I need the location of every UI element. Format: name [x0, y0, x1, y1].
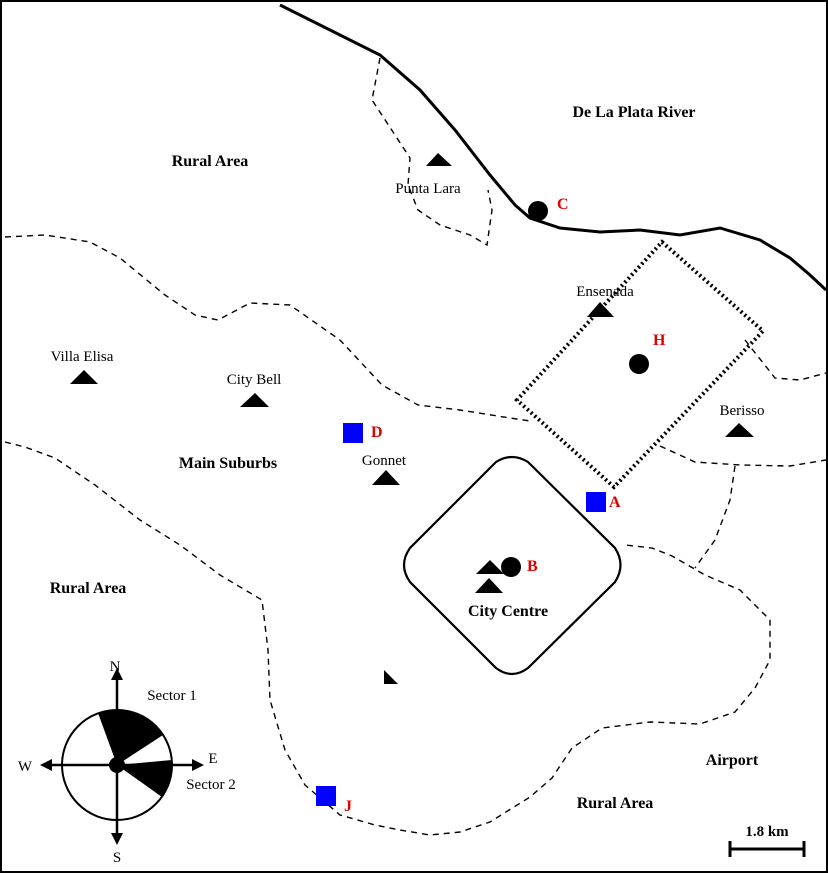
punta-lara-boundary: [371, 57, 493, 247]
site-b-label: B: [527, 558, 538, 575]
airport-label: Airport: [706, 752, 759, 769]
west-arrow-icon: [40, 759, 52, 771]
berisso-boundary: [659, 445, 827, 467]
river-shoreline: [279, 3, 828, 292]
site-b-circle-icon: [501, 557, 521, 577]
sector-1-wedge-inner: [117, 710, 137, 765]
berisso-west-boundary: [694, 465, 736, 569]
city-centre-boundary: [402, 455, 622, 676]
villa-elisa-label: Villa Elisa: [51, 349, 114, 365]
zone-h-dotted-boundary: [514, 239, 766, 490]
triangle-icon: [476, 560, 504, 574]
punta-lara-label: Punta Lara: [395, 181, 461, 197]
scale-bar-label: 1.8 km: [745, 824, 789, 840]
north-arrow-icon: [111, 668, 123, 680]
city-bell-label: City Bell: [227, 372, 282, 388]
site-c-label: C: [557, 196, 569, 213]
rural-area-west-label: Rural Area: [50, 580, 127, 597]
sector-1-wedge: [98, 709, 163, 765]
main-suburbs-label: Main Suburbs: [179, 455, 277, 472]
river-label: De La Plata River: [572, 104, 695, 121]
triangle-icon: [372, 470, 400, 485]
site-a-square-icon: [586, 492, 606, 512]
site-c-circle-icon: [528, 201, 548, 221]
site-j-label: J: [344, 798, 352, 815]
site-d-label: D: [371, 424, 383, 441]
compass-east-label: E: [208, 751, 217, 767]
site-h-label: H: [653, 332, 666, 349]
city-centre-label: City Centre: [468, 603, 548, 620]
south-arrow-icon: [111, 833, 123, 845]
sector-2-wedge: [117, 760, 173, 797]
rural-area-north-label: Rural Area: [172, 153, 249, 170]
sector-2-label: Sector 2: [186, 777, 236, 793]
ensenada-label: Ensenada: [576, 284, 634, 300]
scale-bar: 1.8 km: [728, 824, 806, 857]
rural-area-south-label: Rural Area: [577, 795, 654, 812]
gonnet-label: Gonnet: [362, 453, 407, 469]
triangle-icon: [587, 302, 614, 317]
site-d-square-icon: [343, 423, 363, 443]
site-h-circle-icon: [629, 354, 649, 374]
triangle-icon: [70, 370, 98, 384]
triangle-icon: [426, 153, 452, 166]
triangle-icon: [240, 393, 269, 407]
compass-north-label: N: [110, 659, 121, 675]
berisso-label: Berisso: [720, 403, 765, 419]
triangle-icon: [725, 423, 754, 437]
east-arrow-icon: [192, 759, 204, 771]
compass-west-label: W: [18, 759, 33, 775]
compass-rose: N S E W Sector 1 Sector 2: [18, 659, 236, 866]
sector-1-label: Sector 1: [147, 688, 197, 704]
suburbs-south-boundary: [4, 441, 771, 836]
triangle-icon: [475, 578, 503, 593]
east-boundary: [744, 339, 827, 381]
site-j-square-icon: [316, 786, 336, 806]
compass-south-label: S: [113, 850, 121, 866]
site-a-label: A: [609, 494, 621, 511]
triangle-icon: [384, 670, 398, 684]
